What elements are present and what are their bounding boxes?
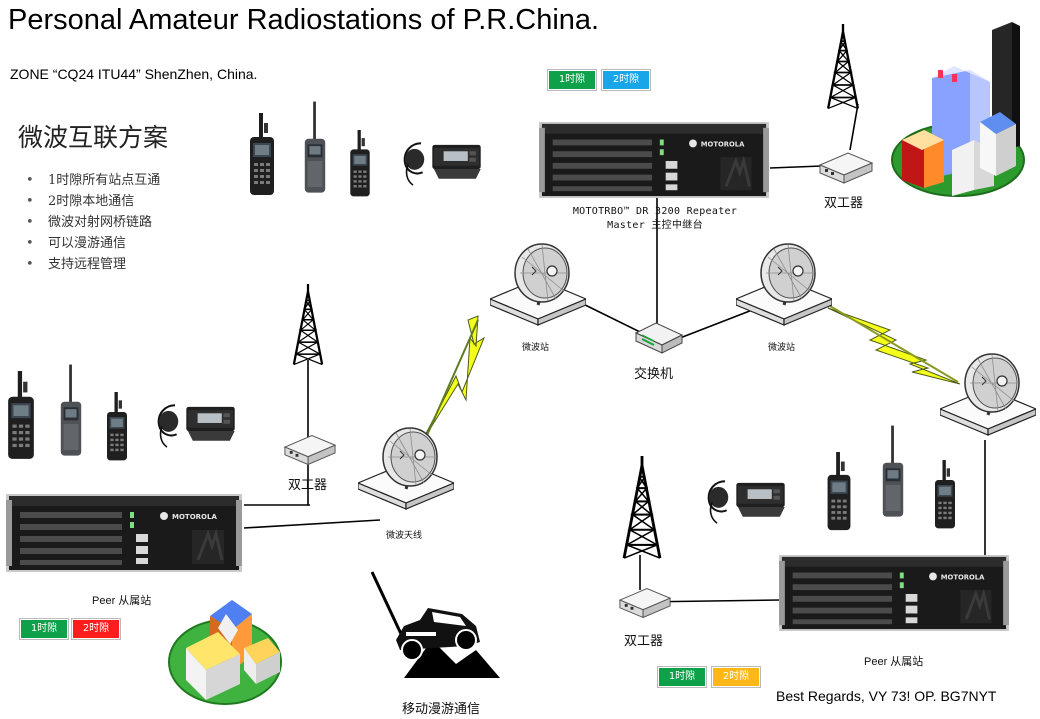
slot2-badge-peer-right: 2时隙 [712,667,760,687]
microwave-dish-icon [940,352,1036,437]
mobile-radio-icon [403,141,482,187]
duplexer-icon [619,588,671,618]
radio-tower-icon [292,284,324,366]
master-repeater-icon [537,122,771,198]
handheld-radio-icon [250,113,274,195]
handheld-radio-icon [350,130,370,197]
handheld-radio-icon [935,460,955,529]
microwave-station-label: 微波站 [768,343,796,353]
slot1-badge-master: 1时隙 [548,70,596,90]
zone-subtitle: ZONE “CQ24 ITU44” ShenZhen, China. [10,66,258,82]
feature-item: 1时隙所有站点互通 [26,170,160,191]
network-switch-icon [634,321,684,355]
master-repeater-model: MOTOTRBO™ DR 3200 Repeater [572,206,738,217]
microwave-dish-icon [358,426,454,511]
lightning-link-icon [419,315,486,446]
handheld-radio-icon [304,101,326,193]
duplexer-icon [819,152,873,184]
duplexer-label: 双工器 [288,478,328,493]
mobile-radio-icon [157,403,236,449]
peer-repeater-icon [778,555,1010,631]
duplexer-label: 双工器 [624,634,664,649]
switch-label: 交换机 [634,367,674,382]
off-road-vehicle-icon [370,571,500,678]
peer-repeater-icon [6,494,242,572]
scheme-title: 微波互联方案 [18,123,169,152]
microwave-station-label: 微波站 [522,343,550,353]
regards-signature: Best Regards, VY 73! OP. BG7NYT [776,688,997,704]
mobile-roaming-label: 移动漫游通信 [402,702,481,717]
master-repeater-role: Master 主控中继台 [607,220,703,231]
handheld-radio-icon [8,371,34,459]
master-repeater-label: MOTOTRBO™ DR 3200 Repeater Master 主控中继台 [560,205,750,233]
radio-tower-icon [622,456,662,560]
microwave-dish-icon [490,242,586,327]
handheld-radio-icon [882,425,904,517]
feature-item: 2时隙本地通信 [26,191,160,212]
peer-station-label: Peer 从属站 [92,595,152,607]
handheld-radio-icon [107,392,127,461]
peer-station-label: Peer 从属站 [864,656,924,668]
duplexer-label: 双工器 [824,196,864,211]
mobile-radio-icon [707,479,786,525]
slot2-badge-master: 2时隙 [602,70,650,90]
feature-item: 可以漫游通信 [26,233,160,254]
slot2-badge-peer-left: 2时隙 [72,619,120,639]
slot1-badge-peer-left: 1时隙 [20,619,68,639]
city-buildings-icon [168,600,282,705]
feature-item: 微波对射网桥链路 [26,212,160,233]
feature-item: 支持远程管理 [26,254,160,275]
city-buildings-icon [891,22,1025,197]
duplexer-icon [284,435,336,465]
microwave-dish-icon [736,242,832,327]
slot1-badge-peer-right: 1时隙 [658,667,706,687]
radio-tower-icon [826,24,860,110]
lightning-link-icon [827,307,961,385]
handheld-radio-icon [60,364,82,456]
feature-list: 1时隙所有站点互通 2时隙本地通信 微波对射网桥链路 可以漫游通信 支持远程管理 [26,170,160,275]
page-title: Personal Amateur Radiostations of P.R.Ch… [8,4,600,36]
handheld-radio-icon [827,452,851,531]
microwave-antenna-label: 微波天线 [386,531,423,541]
